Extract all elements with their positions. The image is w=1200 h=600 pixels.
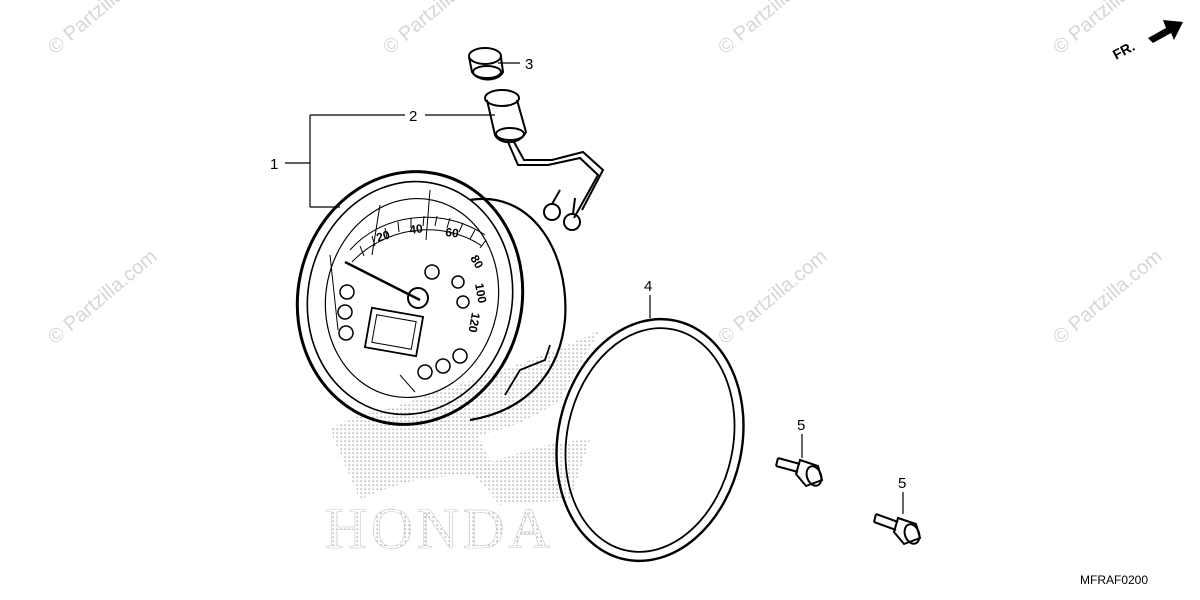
callout-4: 4 [644, 278, 652, 295]
dial-number: 120 [466, 311, 483, 333]
bulb-socket-harness [484, 89, 605, 231]
callout-5: 5 [797, 417, 805, 434]
leader-lines [285, 62, 904, 514]
callout-1: 1 [270, 156, 278, 173]
dial-numbers: 20 40 60 80 100 120 [375, 221, 490, 334]
watermark: © Partzilla.com [714, 0, 831, 59]
diagram-code: MFRAF0200 [1080, 573, 1148, 587]
watermark: © Partzilla.com [44, 0, 161, 59]
watermark: © Partzilla.com [44, 245, 161, 348]
dial-number: 20 [375, 227, 392, 245]
callout-3: 3 [525, 56, 533, 73]
screw-lower [873, 513, 922, 546]
dial-number: 80 [467, 253, 486, 272]
seal-ring [555, 317, 745, 563]
dial-number: 40 [408, 221, 423, 237]
watermarks: © Partzilla.com © Partzilla.com © Partzi… [44, 0, 1166, 349]
speedometer-assembly [295, 170, 567, 426]
front-direction-arrow-icon [1148, 20, 1183, 43]
screw-upper [775, 457, 824, 488]
front-direction-label: FR. [1110, 38, 1137, 63]
callout-2: 2 [409, 108, 417, 125]
watermark: © Partzilla.com [1049, 0, 1166, 59]
watermark: © Partzilla.com [379, 0, 496, 59]
callout-5: 5 [898, 475, 906, 492]
dial-number: 60 [445, 225, 460, 240]
watermark: © Partzilla.com [1049, 245, 1166, 348]
watermark: © Partzilla.com [714, 245, 831, 348]
grommet [468, 47, 505, 81]
dial-number: 100 [472, 282, 489, 304]
honda-brand-text: HONDA [325, 496, 554, 561]
